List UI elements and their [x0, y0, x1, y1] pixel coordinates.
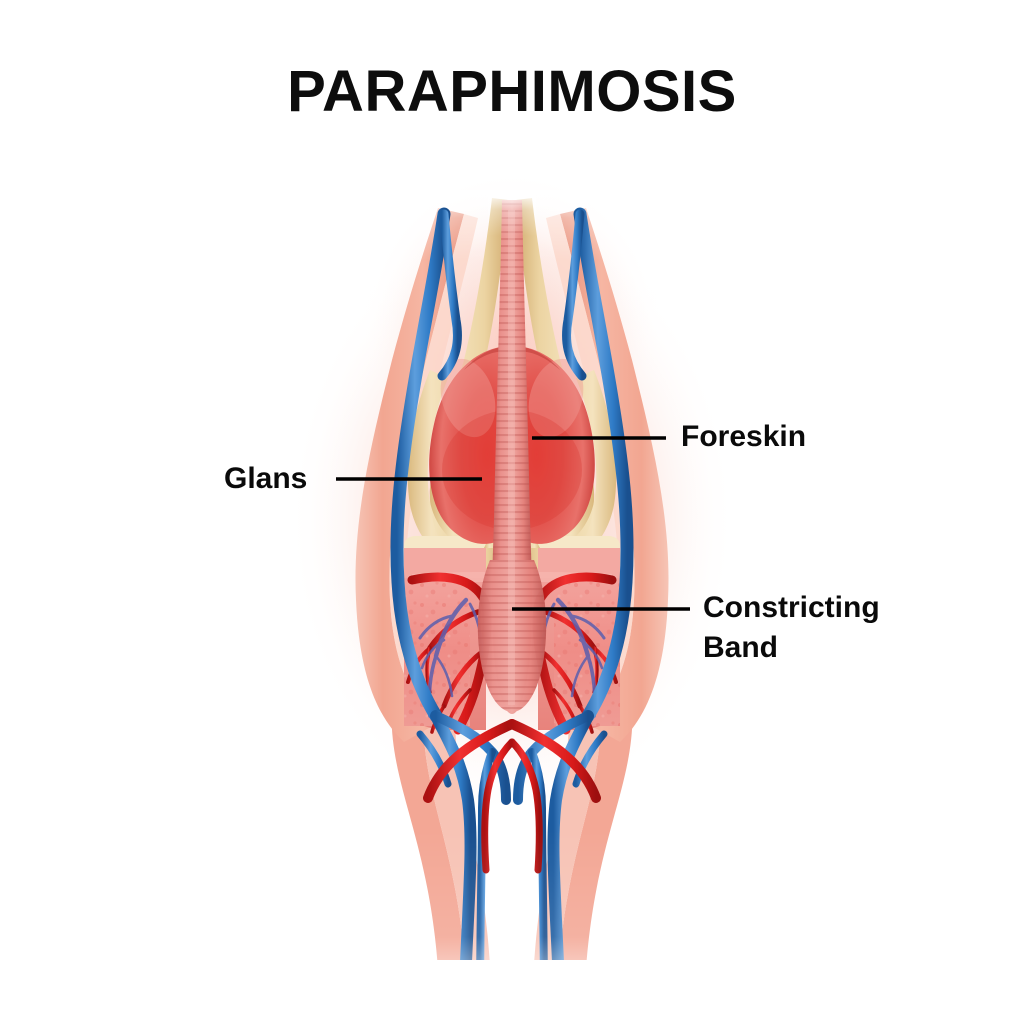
glans-lobe-right: [514, 346, 595, 544]
label-glans: Glans: [224, 462, 308, 495]
label-constricting-band: Constricting Band: [703, 591, 880, 664]
leader-lines: [336, 436, 690, 611]
glans-lobe-left: [429, 346, 510, 544]
label-foreskin: Foreskin: [681, 420, 807, 453]
constricting-band: [477, 192, 547, 714]
bottom-mask: [0, 960, 1024, 1024]
page-title: PARAPHIMOSIS: [287, 59, 737, 124]
glans-penis: [429, 346, 595, 544]
vein-left-main: [390, 207, 451, 723]
skin-left: [355, 208, 464, 742]
vein-right-main: [573, 207, 634, 723]
vein-right-branch: [562, 209, 587, 381]
vein-left-branch: [437, 209, 462, 381]
